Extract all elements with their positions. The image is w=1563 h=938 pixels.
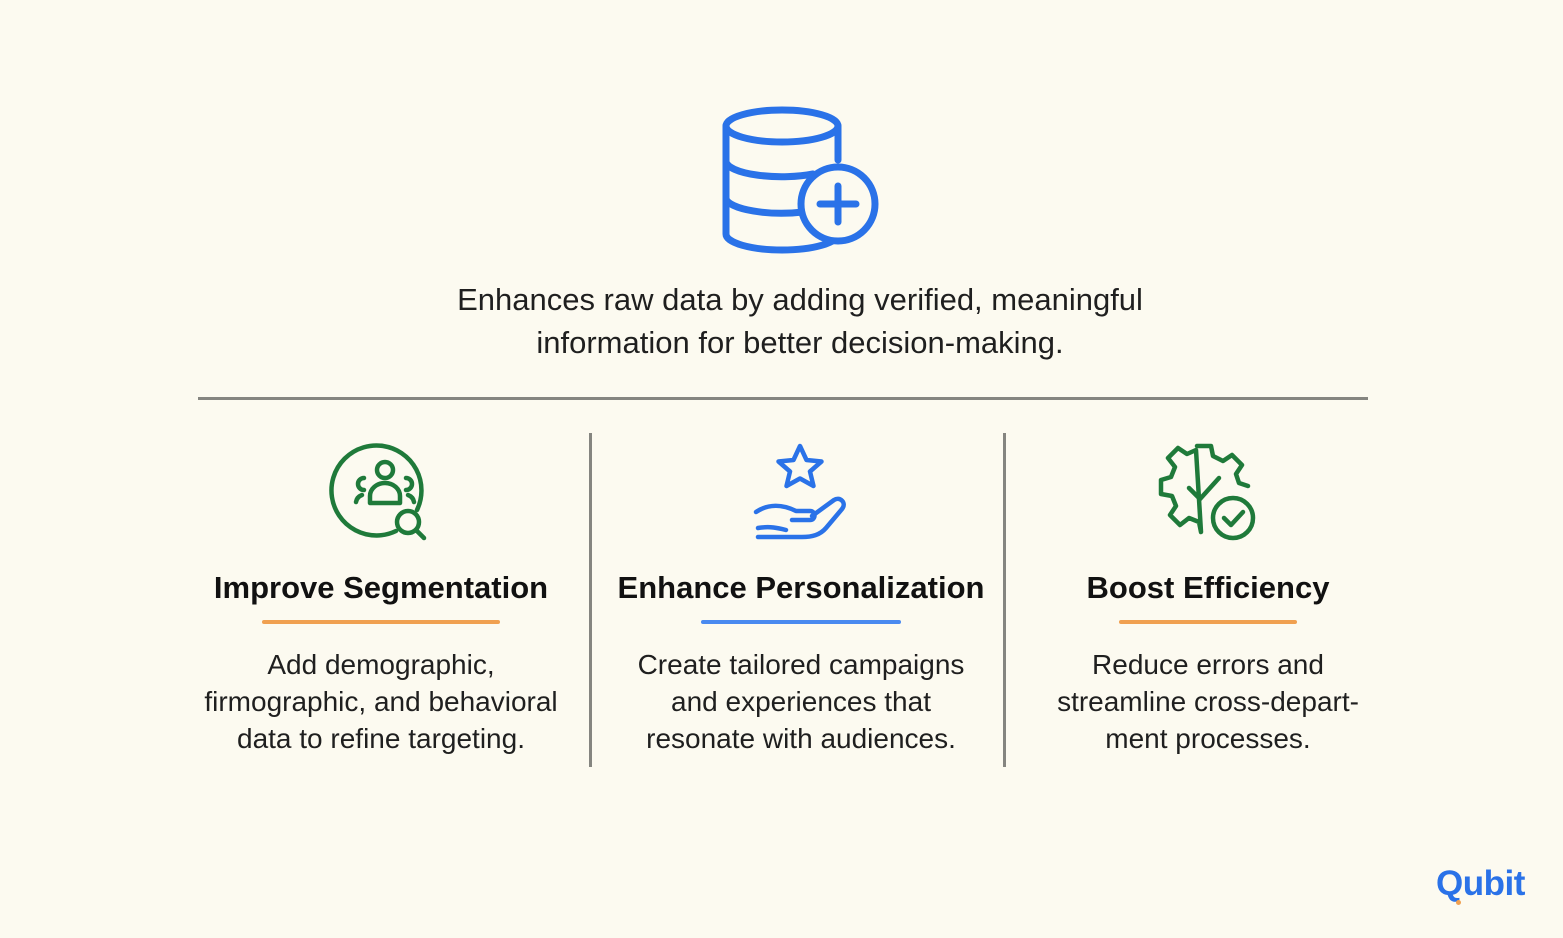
desc-line: ment processes. (1105, 723, 1311, 754)
desc-line: streamline cross-depart- (1057, 686, 1359, 717)
horizontal-divider (198, 397, 1368, 400)
feature-title: Enhance Personalization (617, 570, 985, 605)
logo-text: Qubit (1436, 864, 1525, 903)
column-divider-2 (1003, 433, 1006, 767)
desc-line: data to refine targeting. (237, 723, 525, 754)
title-underline (262, 620, 500, 624)
desc-line: resonate with audiences. (646, 723, 956, 754)
feature-description: Add demographic, firmographic, and behav… (186, 646, 576, 757)
feature-enhance-personalization: Enhance Personalization Create tailored … (606, 440, 996, 757)
title-underline (701, 620, 901, 624)
desc-line: Reduce errors and (1092, 649, 1324, 680)
feature-title: Boost Efficiency (1086, 570, 1330, 605)
feature-boost-efficiency: Boost Efficiency Reduce errors and strea… (1013, 440, 1403, 757)
intro-line-1: Enhances raw data by adding verified, me… (457, 282, 1143, 317)
gear-check-icon (1158, 443, 1256, 541)
column-divider-1 (589, 433, 592, 767)
star-hand-icon (753, 443, 846, 540)
intro-line-2: information for better decision-making. (536, 325, 1064, 360)
feature-description: Reduce errors and streamline cross-depar… (1013, 646, 1403, 757)
feature-improve-segmentation: Improve Segmentation Add demographic, fi… (186, 440, 576, 757)
desc-line: Create tailored campaigns (637, 649, 965, 680)
desc-line: and experiences that (671, 686, 931, 717)
intro-text: Enhances raw data by adding verified, me… (380, 278, 1220, 364)
logo-dot (1456, 900, 1461, 905)
desc-line: Add demographic, (267, 649, 495, 680)
database-plus-icon (722, 106, 879, 254)
title-underline (1119, 620, 1297, 624)
qubit-logo: Qubit (1436, 864, 1525, 905)
desc-line: firmographic, and behavioral (204, 686, 558, 717)
feature-description: Create tailored campaigns and experience… (606, 646, 996, 757)
feature-title: Improve Segmentation (213, 570, 549, 605)
segmentation-search-icon (329, 443, 427, 541)
